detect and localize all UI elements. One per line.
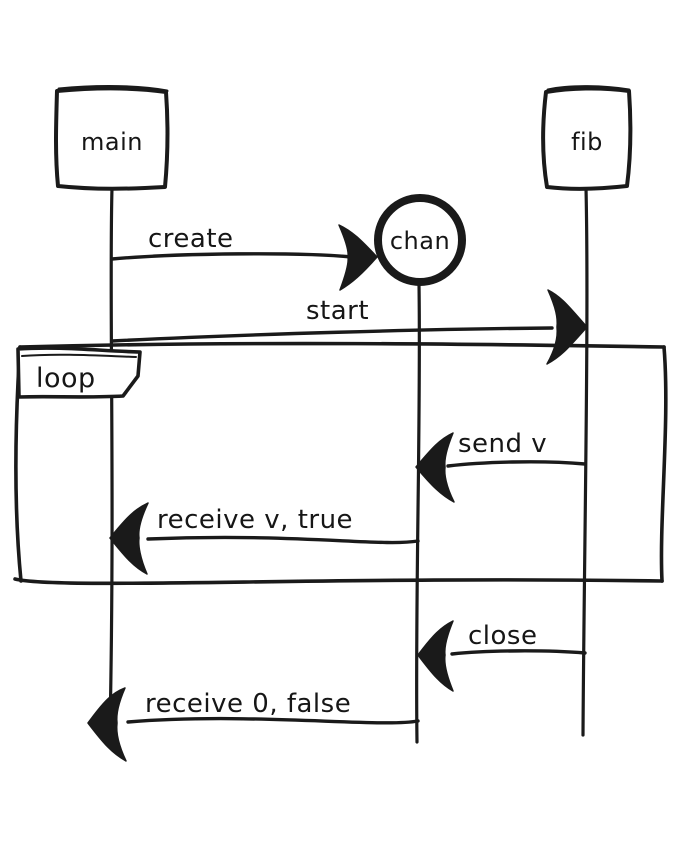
actor-fib-box-sketch-line xyxy=(546,85,631,92)
loop-label: loop xyxy=(36,363,96,394)
send-v-arrowhead xyxy=(415,432,455,503)
create-label: create xyxy=(148,224,234,254)
receive-v-true-arrowhead xyxy=(109,502,149,575)
receive-0-false-arrow-line xyxy=(126,716,420,725)
actor-main: main xyxy=(54,85,170,191)
receive-0-false-arrowhead xyxy=(87,687,127,762)
actor-chan: chan xyxy=(374,194,466,286)
message-start: start xyxy=(110,289,588,365)
loop-fragment-bottom-border xyxy=(13,577,664,586)
actor-fib-label: fib xyxy=(571,128,603,156)
start-arrow-line xyxy=(110,326,554,343)
send-v-arrow-line xyxy=(446,460,587,468)
start-label: start xyxy=(306,296,369,326)
loop-label-tab-sketch-line xyxy=(21,353,137,358)
lifeline-main xyxy=(108,186,114,732)
loop-label-tab xyxy=(16,346,142,399)
message-receive-0-false: receive 0, false xyxy=(87,687,420,762)
actor-chan-label: chan xyxy=(390,227,450,255)
actor-main-box-sketch-line xyxy=(57,85,169,93)
message-close: close xyxy=(417,620,587,692)
loop-fragment: loop xyxy=(13,341,668,586)
loop-fragment-right-border xyxy=(659,345,668,583)
loop-fragment-top-border xyxy=(18,341,666,349)
message-send-v: send v xyxy=(415,429,587,503)
close-label: close xyxy=(468,621,537,651)
message-receive-v-true: receive v, true xyxy=(109,502,420,575)
close-arrowhead xyxy=(417,620,454,692)
lifeline-fib xyxy=(581,186,589,737)
actor-main-label: main xyxy=(81,128,143,156)
send-v-label: send v xyxy=(458,429,547,459)
actor-chan-circle xyxy=(374,194,466,286)
start-arrowhead xyxy=(546,289,588,365)
create-arrowhead xyxy=(338,224,378,291)
lifeline-chan xyxy=(414,282,422,744)
close-arrow-line xyxy=(450,649,587,656)
actor-fib-box xyxy=(541,86,633,191)
receive-v-true-label: receive v, true xyxy=(157,505,353,535)
actor-fib: fib xyxy=(541,85,633,191)
receive-v-true-arrow-line xyxy=(146,535,420,545)
message-create: create xyxy=(110,224,378,291)
receive-0-false-label: receive 0, false xyxy=(145,689,351,719)
actor-main-box xyxy=(54,86,170,191)
create-arrow-line xyxy=(110,252,354,261)
